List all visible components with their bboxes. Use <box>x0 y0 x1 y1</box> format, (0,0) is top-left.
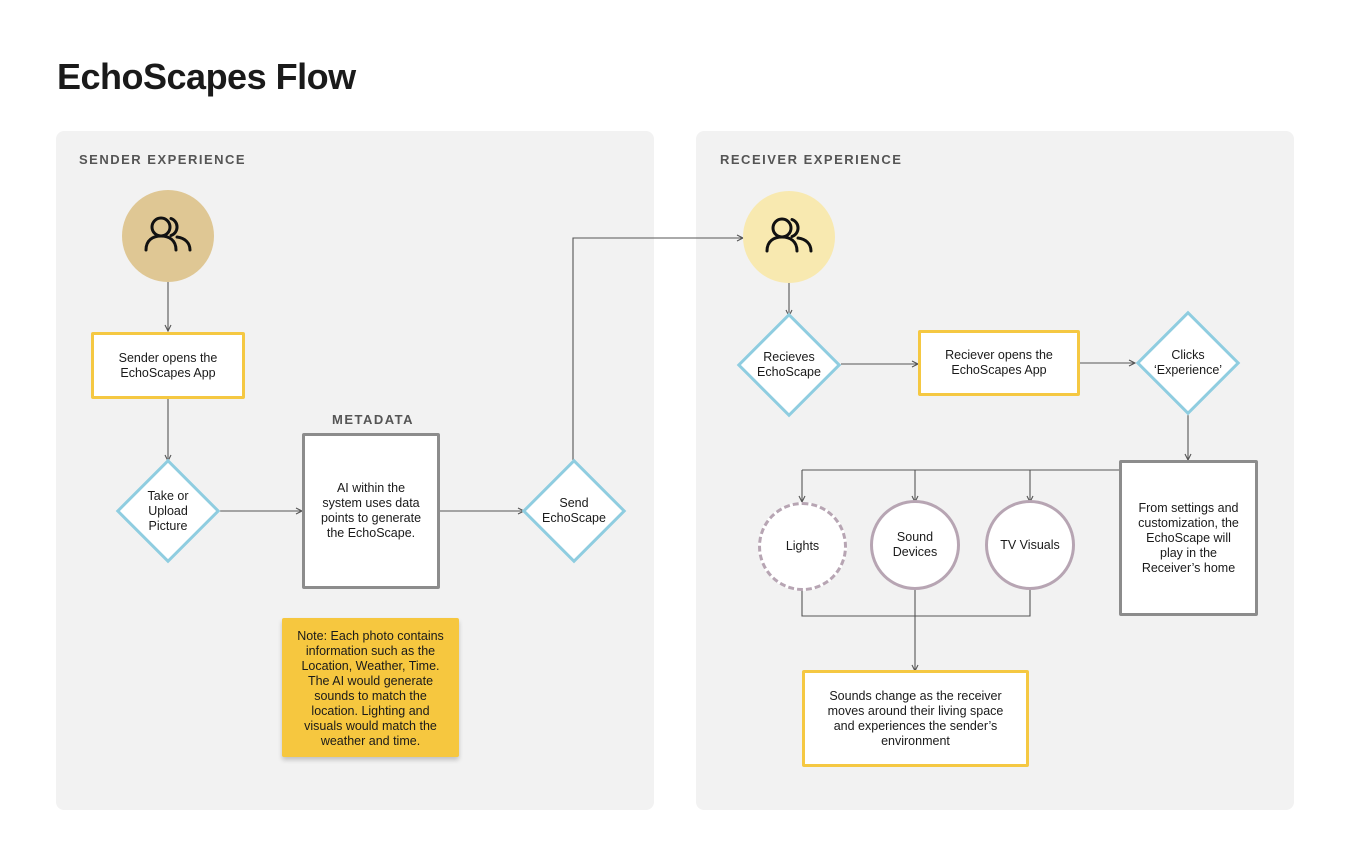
arrow-send-to-receiver <box>572 238 743 460</box>
tv-visuals-text: TV Visuals <box>1000 537 1060 552</box>
sound-devices-node: Sound Devices <box>870 500 960 590</box>
lights-text: Lights <box>785 539 820 553</box>
sound-devices-text: Sound Devices <box>892 530 938 559</box>
users-icon <box>144 216 192 252</box>
merge-line <box>801 589 1031 617</box>
receives-diamond: Recieves EchoScape <box>736 312 842 418</box>
take-picture-diamond: Take or Upload Picture <box>115 458 221 564</box>
page-title: EchoScapes Flow <box>57 56 356 97</box>
metadata-label: METADATA <box>332 412 415 427</box>
settings-text: From settings and customization, the Ech… <box>1138 500 1239 575</box>
sounds-change-box: Sounds change as the receiver moves arou… <box>802 670 1029 767</box>
users-icon <box>765 217 813 253</box>
metadata-note-text: Note: Each photo contains information su… <box>297 629 444 748</box>
ai-generation-text: AI within the system uses data points to… <box>320 481 422 540</box>
tv-visuals-node: TV Visuals <box>985 500 1075 590</box>
sender-avatar <box>122 190 214 282</box>
receiver-panel-label: RECEIVER EXPERIENCE <box>720 152 903 167</box>
settings-box: From settings and customization, the Ech… <box>1119 460 1258 616</box>
receiver-avatar <box>743 191 835 283</box>
send-echoscape-text: Send EchoScape <box>542 496 606 525</box>
clicks-experience-text: Clicks ‘Experience’ <box>1153 348 1223 377</box>
clicks-experience-diamond: Clicks ‘Experience’ <box>1135 310 1241 416</box>
sounds-change-text: Sounds change as the receiver moves arou… <box>827 688 1004 748</box>
receiver-open-app-box: Reciever opens the EchoScapes App <box>918 330 1080 396</box>
sender-open-app-text: Sender opens the EchoScapes App <box>118 350 218 380</box>
sender-panel-label: SENDER EXPERIENCE <box>79 152 247 167</box>
lights-node: Lights <box>758 502 847 591</box>
metadata-note: Note: Each photo contains information su… <box>282 618 459 757</box>
receives-text: Recieves EchoScape <box>757 350 821 379</box>
ai-generation-box: AI within the system uses data points to… <box>302 433 440 589</box>
send-echoscape-diamond: Send EchoScape <box>521 458 627 564</box>
take-picture-text: Take or Upload Picture <box>147 488 189 533</box>
receiver-open-app-text: Reciever opens the EchoScapes App <box>945 348 1053 377</box>
sender-open-app-box: Sender opens the EchoScapes App <box>91 332 245 399</box>
